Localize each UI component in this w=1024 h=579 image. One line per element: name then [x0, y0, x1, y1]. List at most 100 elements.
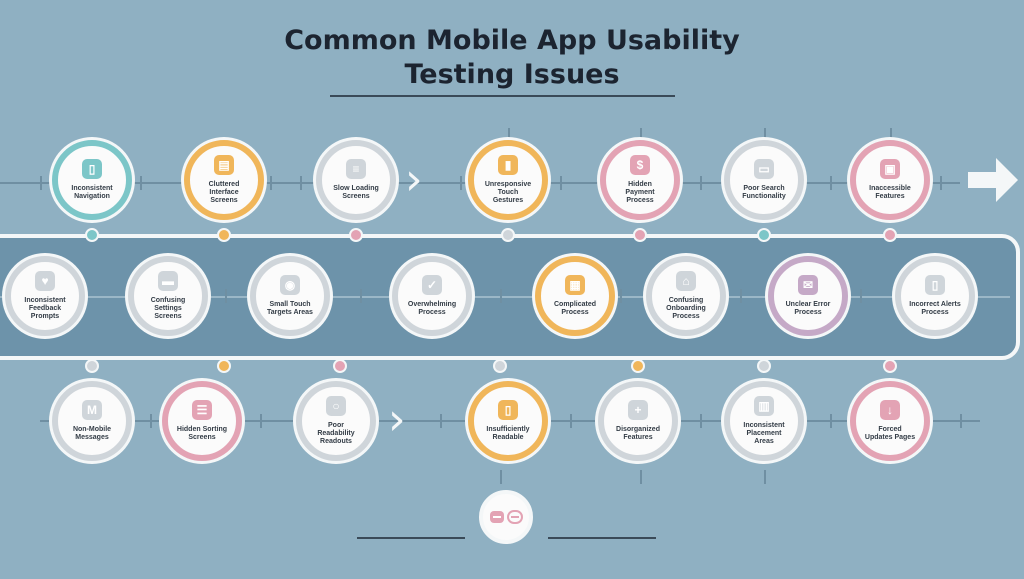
- battery-icon: ▮: [498, 155, 518, 175]
- row2-issue-node: ▬ Confusing Settings Screens: [128, 256, 208, 336]
- check-icon: ✓: [422, 275, 442, 295]
- tick-mark: [700, 414, 702, 428]
- tick-mark: [360, 289, 362, 303]
- tick-mark: [764, 470, 766, 484]
- issue-label: Confusing Settings Screens: [150, 297, 186, 320]
- row2-issue-node: ◉Small Touch Targets Areas: [250, 256, 330, 336]
- home-icon: ⌂: [676, 271, 696, 291]
- connector-dot: [883, 359, 897, 373]
- issue-label: Unresponsive Touch Gestures: [484, 181, 532, 204]
- issue-label: Poor Readability Readouts: [317, 422, 355, 445]
- bottom-toggle-node: [479, 490, 533, 544]
- chevron-right-icon: ›: [405, 154, 423, 205]
- tick-mark: [300, 176, 302, 190]
- tick-mark: [620, 289, 622, 303]
- issue-label: Cluttered Interface Screens: [208, 181, 240, 204]
- row3-issue-node: + Disorganized Features: [598, 381, 678, 461]
- plus-icon: +: [628, 400, 648, 420]
- search-icon: ○: [326, 396, 346, 416]
- row3-issue-node: ↓Forced Updates Pages: [850, 381, 930, 461]
- tick-mark: [560, 176, 562, 190]
- issue-label: Confusing Onboarding Process: [666, 297, 706, 320]
- list-icon: ☰: [192, 400, 212, 420]
- tick-mark: [740, 289, 742, 303]
- tick-mark: [500, 470, 502, 484]
- arrow-right-icon: [968, 158, 1018, 202]
- device-icon: ▯: [925, 275, 945, 295]
- window-icon: ▣: [880, 159, 900, 179]
- row2-issue-node: ✉Unclear Error Process: [768, 256, 848, 336]
- issue-label: Inconsistent Navigation: [71, 185, 113, 200]
- row3-issue-node: ☰Hidden Sorting Screens: [162, 381, 242, 461]
- bottom-rule-left: [357, 537, 465, 539]
- title-line-2: Testing Issues: [404, 59, 620, 90]
- tablet-icon: ▭: [754, 159, 774, 179]
- connector-dot: [883, 228, 897, 242]
- row1-issue-node: ▣Inaccessible Features: [850, 140, 930, 220]
- tick-mark: [440, 414, 442, 428]
- issue-label: Non-Mobile Messages: [72, 426, 112, 441]
- connector-dot: [757, 228, 771, 242]
- row3-issue-node: ○ Poor Readability Readouts: [296, 381, 376, 461]
- row3-issue-node: M Non-Mobile Messages: [52, 381, 132, 461]
- document-icon: ≡: [346, 159, 366, 179]
- connector-dot: [85, 228, 99, 242]
- tick-mark: [260, 414, 262, 428]
- issue-label: Overwhelming Process: [407, 301, 457, 316]
- issue-label: Poor Search Functionality: [742, 185, 786, 200]
- tick-mark: [860, 289, 862, 303]
- issue-label: Slow Loading Screens: [333, 185, 379, 200]
- doc-icon: ▯: [498, 400, 518, 420]
- issue-label: Inconsistent Feedback Prompts: [24, 297, 66, 320]
- issue-label: Complicated Process: [553, 301, 596, 316]
- bottle-icon: ◉: [280, 275, 300, 295]
- row2-issue-node: ▯ Incorrect Alerts Process: [895, 256, 975, 336]
- tick-mark: [640, 128, 642, 142]
- title-line-1: Common Mobile App Usability: [284, 25, 740, 56]
- bars-icon: ▥: [754, 396, 774, 416]
- row1-issue-node: ≡ Slow Loading Screens: [316, 140, 396, 220]
- row2-issue-node: ⌂ Confusing Onboarding Process: [646, 256, 726, 336]
- connector-dot: [493, 359, 507, 373]
- connector-dot: [349, 228, 363, 242]
- connector-dot: [633, 228, 647, 242]
- tick-mark: [830, 414, 832, 428]
- tick-mark: [960, 414, 962, 428]
- tick-mark: [830, 176, 832, 190]
- connector-dot: [631, 359, 645, 373]
- issue-label: Disorganized Features: [616, 426, 660, 441]
- row3-issue-node: ▥Inconsistent Placement Areas: [724, 381, 804, 461]
- tick-mark: [225, 289, 227, 303]
- row1-issue-node: ▮ Unresponsive Touch Gestures: [468, 140, 548, 220]
- tick-mark: [508, 128, 510, 142]
- connector-dot: [217, 228, 231, 242]
- connector-dot: [217, 359, 231, 373]
- bottom-rule-right: [548, 537, 656, 539]
- mail-icon: ✉: [798, 275, 818, 295]
- issue-label: Hidden Payment Process: [625, 181, 655, 204]
- row1-issue-node: ▯ Inconsistent Navigation: [52, 140, 132, 220]
- issue-label: Incorrect Alerts Process: [909, 301, 961, 316]
- row2-issue-node: ♥Inconsistent Feedback Prompts: [5, 256, 85, 336]
- tick-mark: [40, 176, 42, 190]
- tick-mark: [460, 176, 462, 190]
- row3-issue-node: ▯Insufficiently Readable: [468, 381, 548, 461]
- row2-issue-node: ✓ Overwhelming Process: [392, 256, 472, 336]
- tick-mark: [700, 176, 702, 190]
- chart-icon: ▤: [214, 155, 234, 175]
- tick-mark: [270, 176, 272, 190]
- dollar-icon: $: [630, 155, 650, 175]
- tick-mark: [940, 176, 942, 190]
- row2-issue-node: ▦Complicated Process: [535, 256, 615, 336]
- card-icon: ▬: [158, 271, 178, 291]
- arrow-down-icon: ↓: [880, 400, 900, 420]
- tick-mark: [150, 414, 152, 428]
- tick-mark: [764, 128, 766, 142]
- phone-icon: ▯: [82, 159, 102, 179]
- tick-mark: [500, 289, 502, 303]
- row2-connector: [0, 296, 1010, 298]
- title: Common Mobile App Usability Testing Issu…: [0, 24, 1024, 92]
- mu-icon: M: [82, 400, 102, 420]
- tick-mark: [890, 128, 892, 142]
- row1-issue-node: ▭ Poor Search Functionality: [724, 140, 804, 220]
